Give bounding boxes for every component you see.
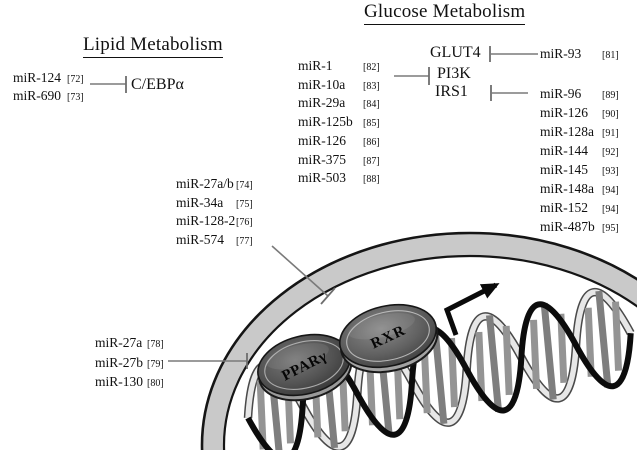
cebpa-mir-list: miR-124 [72] miR-690 [73] bbox=[13, 70, 84, 106]
mir-reference: [90] bbox=[602, 109, 619, 120]
mir-name: miR-93 bbox=[540, 46, 582, 61]
inhibition-connectors bbox=[90, 46, 538, 369]
mir-name: miR-128-2 bbox=[176, 213, 236, 229]
mir-reference: [77] bbox=[236, 236, 253, 248]
mir-name: miR-10a bbox=[298, 76, 346, 92]
mir-reference: [89] bbox=[602, 90, 619, 101]
mir-list-item: miR-574 [77] bbox=[176, 232, 253, 251]
mir-reference: [94] bbox=[602, 185, 619, 196]
mir-reference: [73] bbox=[67, 92, 84, 104]
mir-name: miR-27a/b bbox=[176, 176, 234, 191]
mir-reference: [78] bbox=[147, 339, 164, 350]
mir-reference: [92] bbox=[602, 147, 619, 158]
mir-reference: [72] bbox=[67, 74, 84, 85]
mir-reference: [76] bbox=[236, 217, 253, 229]
mir-name: miR-574 bbox=[176, 232, 225, 248]
mir-reference: [94] bbox=[602, 204, 619, 215]
mir-list-item: miR-503 [88] bbox=[298, 170, 380, 189]
dna-strand-back-light bbox=[245, 289, 634, 450]
mir-list-item: miR-93 [81] bbox=[540, 45, 619, 64]
mir-name: miR-375 bbox=[298, 151, 347, 167]
mir-name: miR-34a bbox=[176, 194, 224, 210]
pparg-lower-mir-list: miR-27a [78] miR-27b [79] miR-130 [80] bbox=[95, 334, 164, 393]
mir-reference: [79] bbox=[147, 358, 164, 370]
mir-name: miR-1 bbox=[298, 58, 333, 73]
mir-name: miR-125b bbox=[298, 114, 353, 130]
mir-list-item: miR-34a [75] bbox=[176, 195, 253, 214]
mir-name: miR-152 bbox=[540, 200, 589, 215]
pi3k-target-label: PI3K bbox=[437, 65, 471, 82]
mir-name: miR-144 bbox=[540, 143, 589, 158]
mir-name: miR-124 bbox=[13, 70, 62, 85]
mir-reference: [74] bbox=[236, 180, 253, 191]
mir-list-item: miR-1 [82] bbox=[298, 58, 380, 77]
mir-reference: [88] bbox=[363, 174, 380, 186]
mir-name: miR-126 bbox=[298, 132, 347, 148]
lipid-metabolism-heading: Lipid Metabolism bbox=[83, 34, 223, 58]
mir-name: miR-148a bbox=[540, 181, 594, 196]
mir-list-item: miR-128a [91] bbox=[540, 123, 619, 142]
mir-reference: [85] bbox=[363, 118, 380, 130]
mir-list-item: miR-27a/b [74] bbox=[176, 176, 253, 195]
mir-name: miR-126 bbox=[540, 105, 589, 120]
mir-list-item: miR-152 [94] bbox=[540, 199, 619, 218]
rxr-disc: RXR bbox=[338, 303, 439, 374]
mir-reference: [86] bbox=[363, 136, 380, 148]
mir-name: miR-96 bbox=[540, 86, 582, 101]
mir-name: miR-27a bbox=[95, 335, 143, 350]
mir-name: miR-487b bbox=[540, 219, 595, 234]
mir-list-item: miR-29a [84] bbox=[298, 95, 380, 114]
mir-reference: [93] bbox=[602, 166, 619, 177]
mir-list-item: miR-124 [72] bbox=[13, 70, 84, 88]
mir-list-item: miR-10a [83] bbox=[298, 77, 380, 96]
mir-list-item: miR-27b [79] bbox=[95, 354, 164, 374]
mir-list-item: miR-487b [95] bbox=[540, 218, 619, 237]
mir-reference: [82] bbox=[363, 62, 380, 73]
mir-reference: [80] bbox=[147, 378, 164, 390]
mir-reference: [87] bbox=[363, 155, 380, 167]
mir-list-item: miR-130 [80] bbox=[95, 373, 164, 393]
transcription-arrow bbox=[443, 282, 500, 336]
mir-name: miR-128a bbox=[540, 124, 594, 139]
pparg-upper-inhibition-bar bbox=[320, 287, 336, 305]
mir-reference: [84] bbox=[363, 99, 380, 111]
mir-name: miR-27b bbox=[95, 354, 144, 370]
cebpa-target-label: C/EBPα bbox=[131, 76, 184, 93]
irs1-target-label: IRS1 bbox=[435, 83, 468, 100]
mir-reference: [83] bbox=[363, 80, 380, 92]
mir-list-item: miR-96 [89] bbox=[540, 85, 619, 104]
mir-list-item: miR-126 [86] bbox=[298, 133, 380, 152]
glut4-mir-row: miR-93 [81] bbox=[540, 45, 619, 64]
mir-list-item: miR-128-2 [76] bbox=[176, 213, 253, 232]
pparg-upper-inhibition-line bbox=[271, 245, 329, 297]
mir-list-item: miR-148a [94] bbox=[540, 180, 619, 199]
pparg-upper-mir-list: miR-27a/b [74] miR-34a [75] miR-128-2 [7… bbox=[176, 176, 253, 251]
mir-list-item: miR-144 [92] bbox=[540, 142, 619, 161]
mir-reference: [75] bbox=[236, 198, 253, 210]
mir-name: miR-503 bbox=[298, 170, 347, 186]
mir-list-item: miR-125b [85] bbox=[298, 114, 380, 133]
mir-list-item: miR-145 [93] bbox=[540, 161, 619, 180]
pi3k-mir-list: miR-1 [82] miR-10a [83] miR-29a [84] miR… bbox=[298, 58, 380, 189]
mir-reference: [91] bbox=[602, 128, 619, 139]
mir-name: miR-145 bbox=[540, 162, 589, 177]
glut4-target-label: GLUT4 bbox=[430, 44, 481, 61]
mir-list-item: miR-690 [73] bbox=[13, 88, 84, 106]
mir-list-item: miR-126 [90] bbox=[540, 104, 619, 123]
glucose-metabolism-heading: Glucose Metabolism bbox=[364, 1, 526, 25]
mir-list-item: miR-375 [87] bbox=[298, 152, 380, 171]
mir-list-item: miR-27a [78] bbox=[95, 334, 164, 354]
mir-name: miR-130 bbox=[95, 374, 144, 390]
mir-reference: [95] bbox=[602, 223, 619, 234]
mir-reference: [81] bbox=[602, 50, 619, 61]
mir-name: miR-29a bbox=[298, 95, 346, 111]
mir-name: miR-690 bbox=[13, 88, 62, 104]
irs1-mir-list: miR-96 [89] miR-126 [90] miR-128a [91] m… bbox=[540, 85, 619, 237]
